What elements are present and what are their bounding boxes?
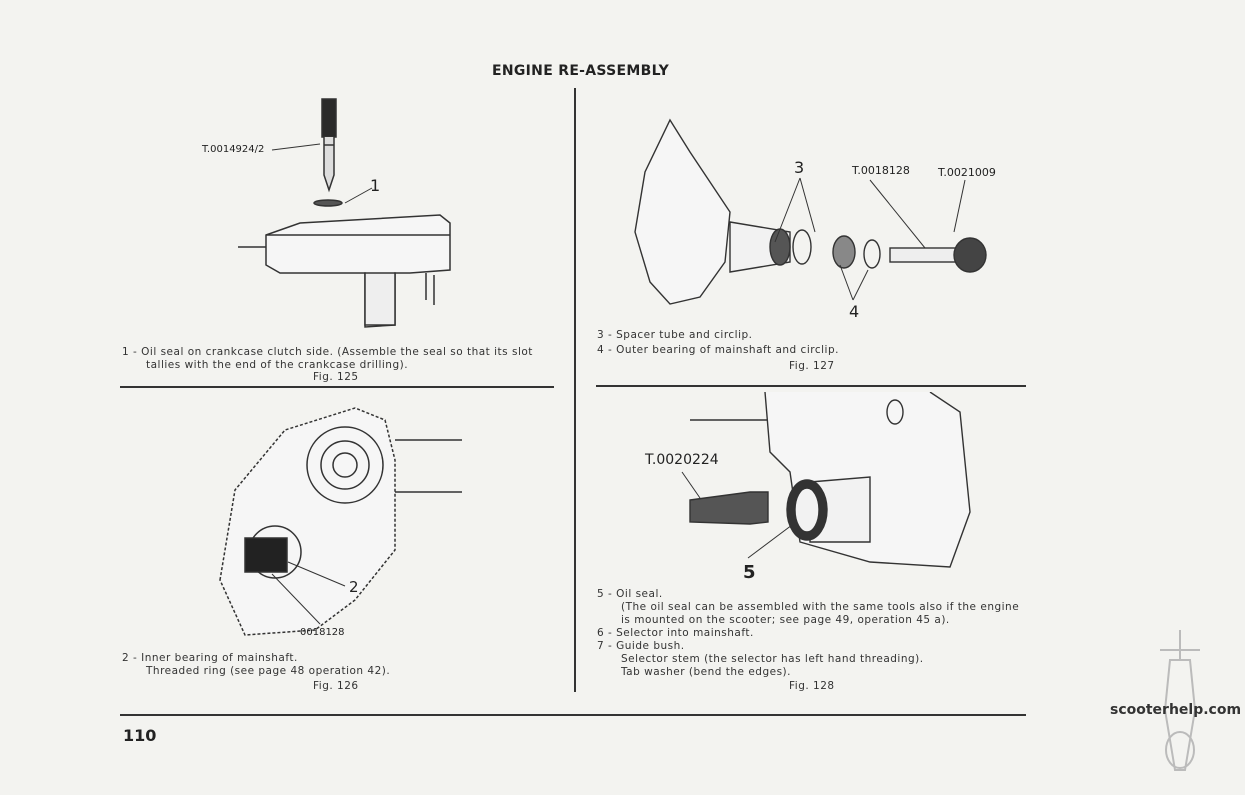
fig128-leader-lines xyxy=(681,471,793,559)
fig128-caption-line6: Selector stem (the selector has left han… xyxy=(621,653,924,665)
scooter-watermark-logo xyxy=(1160,630,1200,771)
fig127-label: Fig. 127 xyxy=(789,360,835,372)
fig125-caption-line2: tallies with the end of the crankcase dr… xyxy=(146,359,409,371)
column-divider xyxy=(574,88,576,692)
fig128-illustration xyxy=(689,392,971,568)
fig128-caption-line5: 7 - Guide bush. xyxy=(597,640,685,652)
fig126-callout-2: 2 xyxy=(349,578,359,596)
fig126-caption-line1: 2 - Inner bearing of mainshaft. xyxy=(122,652,298,664)
fig127-caption-line1: 3 - Spacer tube and circlip. xyxy=(597,329,753,341)
row-divider-left xyxy=(120,386,554,388)
fig128-caption-line7: Tab washer (bend the edges). xyxy=(621,666,791,678)
fig126-caption-line2: Threaded ring (see page 48 operation 42)… xyxy=(146,665,391,677)
fig126-tool-label: 0018128 xyxy=(300,627,345,638)
fig127-callout-3: 3 xyxy=(794,158,805,177)
fig127-illustration xyxy=(634,118,987,305)
row-divider-right xyxy=(596,385,1026,387)
fig125-callout-1: 1 xyxy=(370,176,381,195)
fig127-tool-label-1: T.0018128 xyxy=(852,164,910,177)
fig127-leader-lines xyxy=(774,177,966,301)
fig126-label: Fig. 126 xyxy=(313,680,359,692)
page-number: 110 xyxy=(123,726,157,745)
fig127-caption-line2: 4 - Outer bearing of mainshaft and circl… xyxy=(597,344,839,356)
fig127-callout-4: 4 xyxy=(849,302,860,321)
fig128-tool-label: T.0020224 xyxy=(645,452,719,468)
fig127-tool-label-2: T.0021009 xyxy=(938,166,996,179)
fig128-caption-line2: (The oil seal can be assembled with the … xyxy=(621,601,1020,613)
fig128-caption-line4: 6 - Selector into mainshaft. xyxy=(597,627,754,639)
footer-divider xyxy=(120,714,1026,716)
fig128-callout-5: 5 xyxy=(743,562,756,583)
fig125-caption-line1: 1 - Oil seal on crankcase clutch side. (… xyxy=(122,346,533,358)
fig128-label: Fig. 128 xyxy=(789,680,835,692)
watermark-text: scooterhelp.com xyxy=(1110,702,1242,718)
page-title: ENGINE RE-ASSEMBLY xyxy=(492,63,670,79)
fig125-leader-lines xyxy=(271,143,373,204)
fig125-tool-label: T.0014924/2 xyxy=(202,144,265,155)
fig126-leader-lines xyxy=(271,561,346,625)
fig125-label: Fig. 125 xyxy=(313,371,359,383)
fig125-illustration xyxy=(238,98,451,328)
fig128-caption-line3: is mounted on the scooter; see page 49, … xyxy=(621,614,950,626)
fig126-illustration xyxy=(219,407,462,636)
fig128-caption-line1: 5 - Oil seal. xyxy=(597,588,663,600)
